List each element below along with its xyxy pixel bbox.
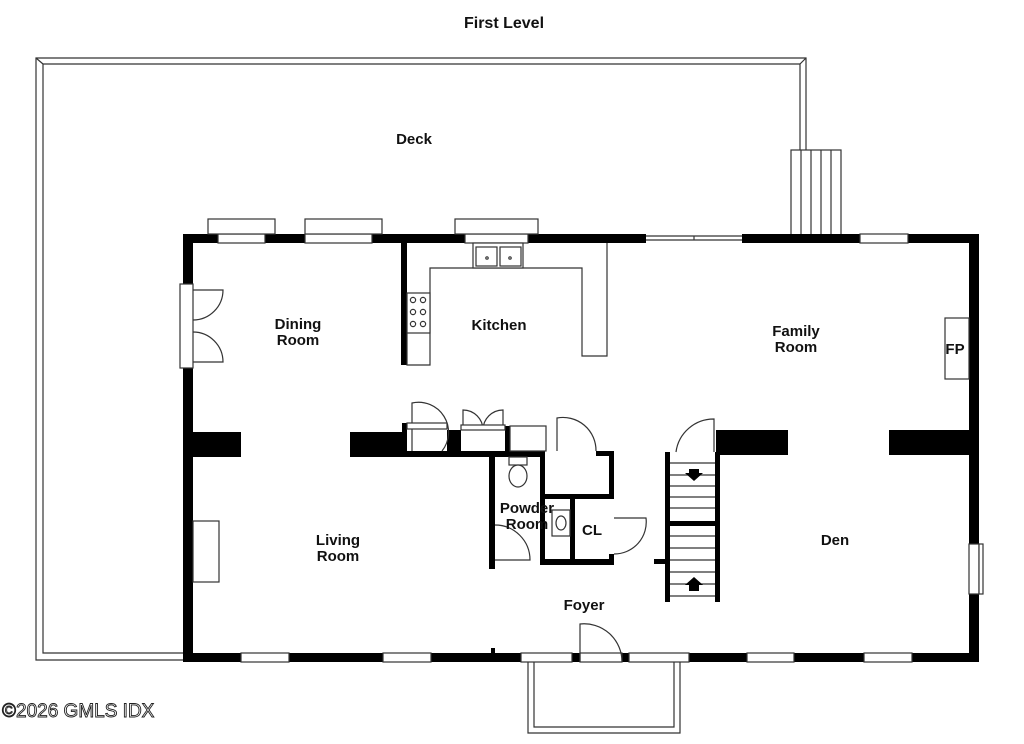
dining-french-doors	[179, 283, 224, 369]
windows	[207, 218, 984, 663]
family-room-label-line2: Room	[775, 339, 818, 356]
dining-room-label-line2: Room	[277, 332, 320, 349]
watermark: ©2026 GMLS IDX	[2, 701, 155, 722]
den-label: Den	[821, 532, 849, 549]
dining-room-label-line1: Dining	[275, 316, 322, 333]
kitchen-counters	[406, 242, 608, 366]
living-built-in	[192, 520, 220, 583]
powder-room-label-line1: Powder	[500, 500, 554, 517]
powder-room-label-line2: Room	[506, 516, 549, 533]
powder-room-fixtures	[494, 456, 571, 561]
living-room-label-line1: Living	[316, 532, 360, 549]
closet-label: CL	[582, 522, 602, 539]
fireplace-label: FP	[945, 341, 964, 358]
closet-door	[613, 517, 647, 555]
family-room-label-line1: Family	[772, 323, 820, 340]
staircase	[670, 418, 715, 597]
exterior-walls	[183, 234, 979, 662]
living-room-label-line2: Room	[317, 548, 360, 565]
deck-outline	[35, 57, 807, 661]
sliding-door	[646, 235, 742, 241]
deck-stairs	[790, 149, 842, 236]
hall-closet-doors	[406, 401, 597, 452]
plan-title: First Level	[464, 15, 544, 32]
fireplace	[944, 317, 970, 380]
arrow-up-icon	[685, 577, 703, 591]
interior-walls	[193, 243, 969, 653]
front-entry	[527, 623, 681, 734]
kitchen-label: Kitchen	[471, 317, 526, 334]
arrow-down-icon	[685, 469, 703, 481]
deck-label: Deck	[396, 131, 433, 148]
foyer-label: Foyer	[564, 597, 605, 614]
